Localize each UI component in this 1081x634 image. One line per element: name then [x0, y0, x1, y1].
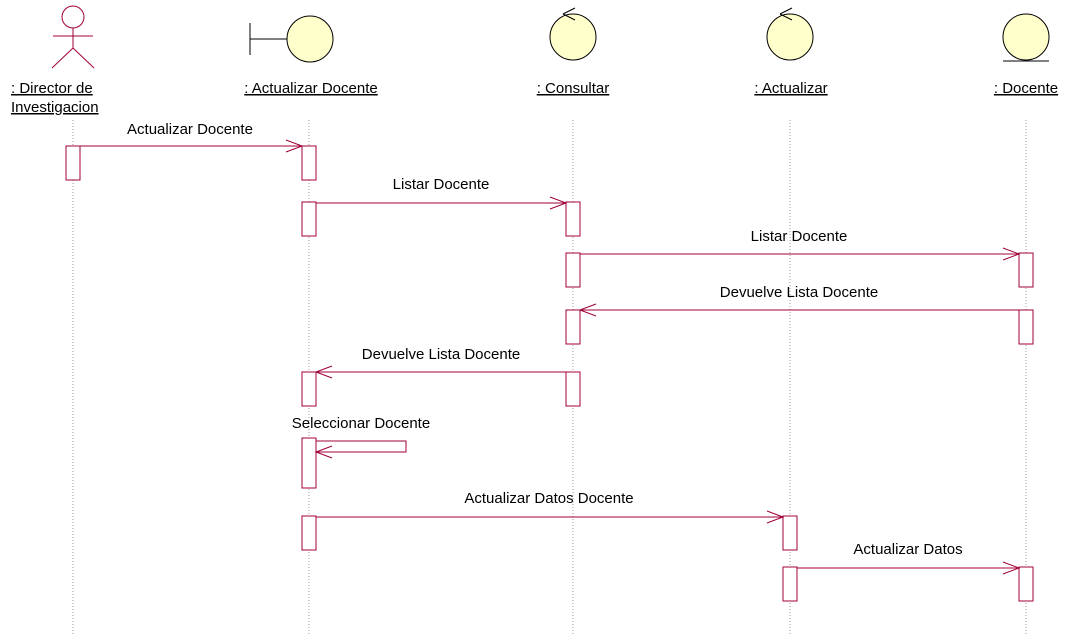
activation-box [301, 515, 317, 551]
boundary-icon [249, 15, 334, 63]
object-label-actualizar-docente: : Actualizar Docente [244, 80, 377, 97]
object-label-director: : Director de [11, 80, 93, 97]
message-arrow-m2 [316, 196, 568, 210]
object-label-docente: : Docente [994, 80, 1058, 97]
activation-box [1018, 252, 1034, 288]
actor-icon [51, 5, 95, 69]
entity-icon [1002, 13, 1050, 62]
message-label-m6: Seleccionar Docente [292, 415, 430, 432]
activation-box [565, 309, 581, 345]
activation-box [301, 371, 317, 407]
object-label-actualizar: : Actualizar [754, 80, 827, 97]
message-label-m4: Devuelve Lista Docente [720, 284, 878, 301]
message-arrow-m7 [316, 510, 785, 524]
activation-box [1018, 309, 1034, 345]
message-label-m7: Actualizar Datos Docente [464, 490, 633, 507]
message-arrow-m1 [80, 139, 304, 153]
activation-box [301, 437, 317, 489]
message-label-m3: Listar Docente [751, 228, 848, 245]
message-arrow-m4 [578, 303, 1019, 317]
activation-box [1018, 566, 1034, 602]
message-arrow-m6 [314, 440, 407, 459]
activation-box [565, 252, 581, 288]
message-arrow-m8 [797, 561, 1021, 575]
activation-box [565, 371, 581, 407]
activation-box [782, 566, 798, 602]
activation-box [782, 515, 798, 551]
message-label-m5: Devuelve Lista Docente [362, 346, 520, 363]
control-icon [549, 7, 597, 61]
message-label-m2: Listar Docente [393, 176, 490, 193]
object-label-consultar: : Consultar [537, 80, 610, 97]
message-arrow-m5 [314, 365, 566, 379]
activation-box [565, 201, 581, 237]
message-label-m8: Actualizar Datos [853, 541, 962, 558]
activation-box [301, 145, 317, 181]
message-label-m1: Actualizar Docente [127, 121, 253, 138]
message-arrow-m3 [580, 247, 1021, 261]
activation-box [301, 201, 317, 237]
activation-box [65, 145, 81, 181]
control-icon [766, 7, 814, 61]
object-label-director-line2: Investigacion [11, 99, 99, 116]
